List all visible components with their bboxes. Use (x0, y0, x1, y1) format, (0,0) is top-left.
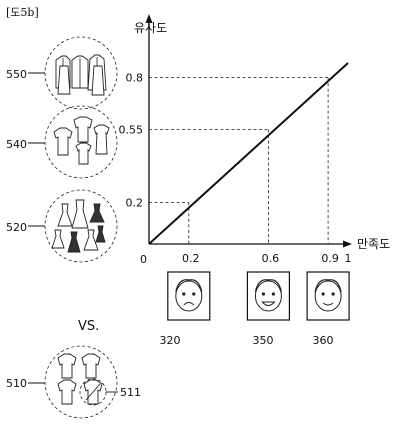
clothing-group-510: 510 (6, 345, 118, 419)
y-tick-label: 0.2 (126, 196, 144, 209)
top-icon (75, 142, 92, 165)
y-tick-label: 0.55 (119, 124, 144, 137)
shirt-icon (73, 116, 93, 143)
group-circle (44, 105, 118, 179)
clothing-group-520: 520 (6, 189, 118, 263)
dress-icon (67, 231, 81, 253)
group-circle (44, 36, 118, 110)
dress-icon (57, 203, 73, 227)
x-tick-label: 0.9 (321, 252, 339, 265)
x-axis-label: 만족도 (357, 237, 390, 251)
shirt-icon (57, 379, 77, 405)
group-circle (44, 189, 118, 263)
face-smile-icon (306, 271, 350, 321)
shirt-icon (57, 353, 77, 379)
dress-icon (95, 225, 106, 243)
clothing-group-540: 540 (6, 105, 118, 179)
face-ref-360: 360 (313, 334, 334, 347)
clothing-group-550: 550 (6, 36, 118, 110)
x-axis-arrowhead (343, 240, 352, 248)
y-tick-label: 0.8 (126, 72, 144, 85)
guide-lines (149, 77, 329, 244)
dress-icon (51, 229, 65, 249)
ref-label-511: 511 (120, 386, 141, 399)
ref-label-520: 520 (6, 221, 27, 234)
dress-icon (89, 203, 105, 223)
face-ref-320: 320 (160, 334, 181, 347)
jacket-icon (71, 55, 89, 89)
blouse-icon (53, 127, 73, 156)
origin-label: 0 (140, 253, 147, 266)
x-tick-label: 1 (345, 252, 352, 265)
y-axis-label: 유사도 (134, 21, 167, 35)
face-sad-icon (167, 271, 211, 321)
strike-mark (85, 383, 101, 401)
chart: 유사도 만족도 0 0.8 0.55 0.2 0.2 0.6 0.9 1 (119, 14, 390, 266)
dress-icon (83, 229, 99, 251)
figure-title: [도5b] (6, 6, 39, 19)
group-circle (44, 345, 118, 419)
face-happy-icon (246, 271, 290, 321)
faces-row (167, 271, 350, 321)
shirt-icon (81, 353, 101, 379)
ref-label-510: 510 (6, 377, 27, 390)
tunic-icon (93, 124, 110, 155)
x-tick-label: 0.6 (262, 252, 280, 265)
ref-label-550: 550 (6, 68, 27, 81)
face-ref-350: 350 (253, 334, 274, 347)
ref-label-540: 540 (6, 138, 27, 151)
vs-label: VS. (78, 319, 99, 334)
dress-icon (71, 199, 89, 229)
series-line (148, 62, 349, 245)
y-axis-arrowhead (145, 14, 153, 23)
x-tick-label: 0.2 (182, 252, 200, 265)
dress-icon (57, 65, 105, 96)
